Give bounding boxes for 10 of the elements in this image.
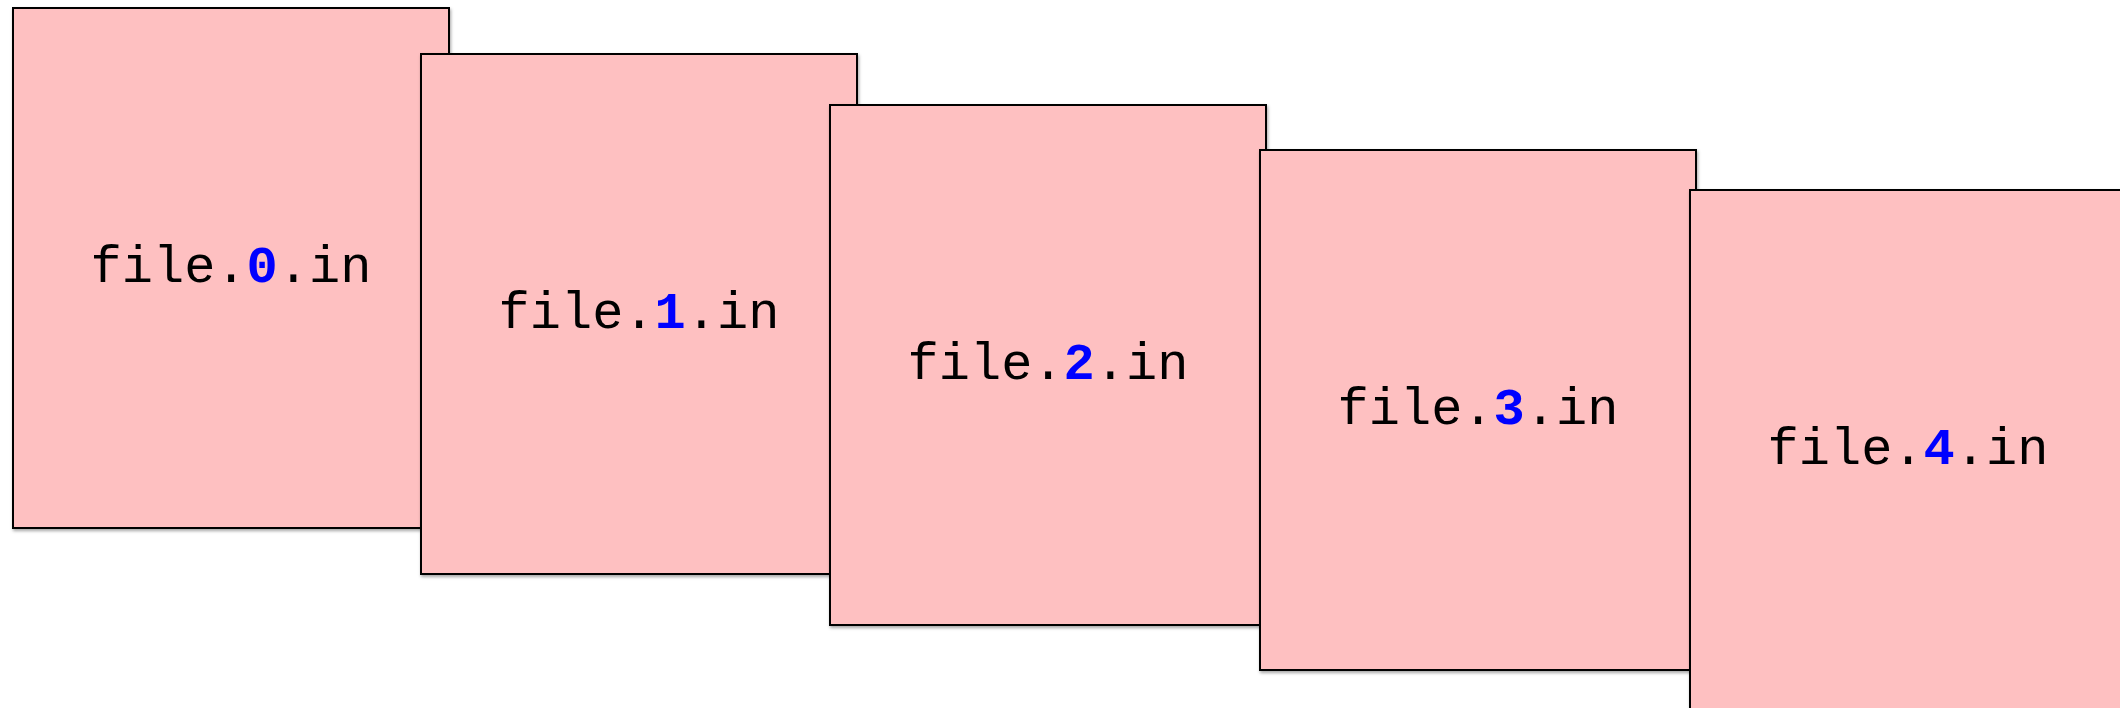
file-name: file.1.in — [498, 284, 780, 344]
file-name: file.0.in — [90, 238, 372, 298]
file-card — [1689, 189, 2120, 708]
file-card — [12, 7, 450, 529]
file-card — [829, 104, 1267, 626]
file-card — [420, 53, 858, 575]
file-name: file.3.in — [1337, 380, 1619, 440]
file-card — [1259, 149, 1697, 671]
file-name: file.4.in — [1767, 420, 2049, 480]
file-name: file.2.in — [907, 335, 1189, 395]
